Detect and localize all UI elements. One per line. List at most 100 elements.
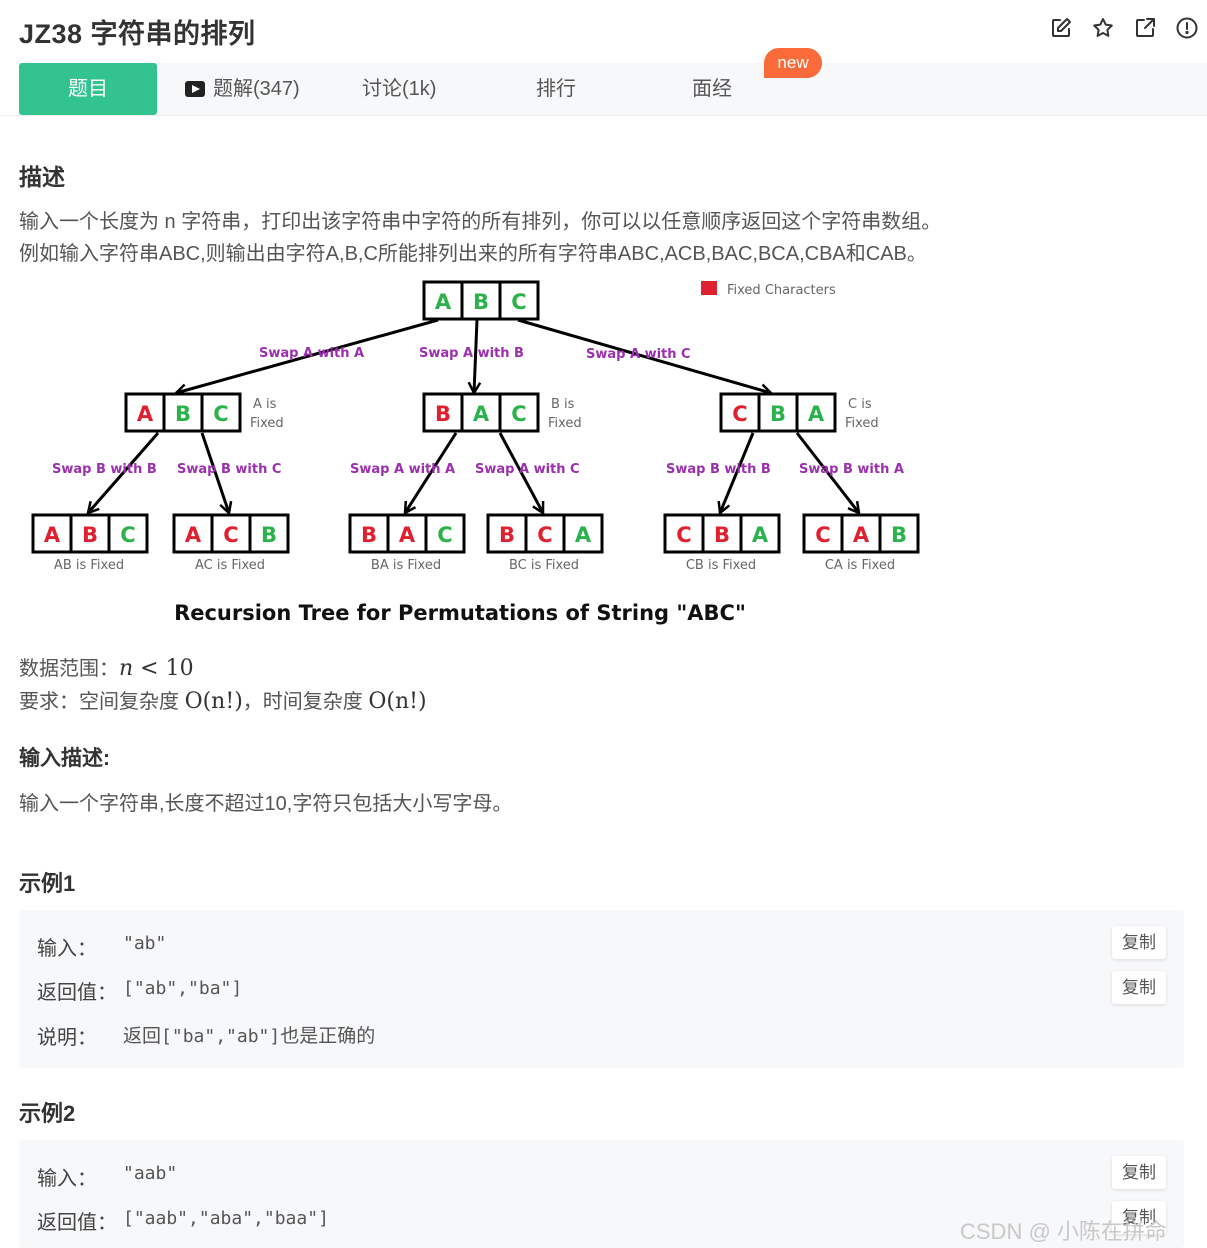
example1-explain-pre: 返回 <box>123 1026 162 1047</box>
csdn-watermark: CSDN @ 小陈在拼命 <box>960 1219 1167 1244</box>
level2-node-4-cell-1 <box>486 513 528 554</box>
root-node-char-3: C <box>511 290 526 314</box>
example2-box: 输入： "aab" 复制 返回值： ["aab","aba","baa"] 复制 <box>19 1140 1184 1248</box>
level2-node-6-char-1: C <box>815 523 830 547</box>
edit-icon[interactable] <box>1049 16 1073 40</box>
level2-node-2-char-3: B <box>261 523 277 547</box>
level2-node-3-char-1: B <box>361 523 377 547</box>
level1-node-2-char-2: A <box>473 402 490 426</box>
title-bar: JZ38 字符串的排列 <box>0 0 1207 62</box>
space-complexity: O(n!) <box>184 689 243 714</box>
example2-return-label: 返回值： <box>37 1212 117 1234</box>
level1-edge-1-line <box>175 318 439 395</box>
tab-solutions[interactable]: 题解(347) <box>185 63 300 115</box>
example2-return-value: ["aab","aba","baa"] <box>123 1208 329 1229</box>
example1-return-copy-button[interactable]: 复制 <box>1112 971 1166 1004</box>
page-title: JZ38 字符串的排列 <box>19 19 256 49</box>
complexity-requirement: 要求：空间复杂度 O(n!)，时间复杂度 O(n!) <box>19 685 427 714</box>
example2-heading: 示例2 <box>19 1101 76 1126</box>
data-range-expression: n < 10 <box>119 656 194 681</box>
root-node-cell-2 <box>460 280 502 321</box>
video-play-icon <box>185 81 205 97</box>
report-icon[interactable] <box>1175 16 1199 40</box>
requirement-separator: ，时间复杂度 <box>242 691 369 713</box>
data-range-label: 数据范围： <box>19 658 119 680</box>
example2-input-label: 输入： <box>37 1168 97 1190</box>
level2-edge-label-4: Swap A with C <box>475 462 580 477</box>
level2-node-1-char-2: B <box>82 523 98 547</box>
level1-node-1-cell-3 <box>200 392 242 433</box>
figure-caption: Recursion Tree for Permutations of Strin… <box>174 601 746 625</box>
level2-node-3-cell-3 <box>424 513 466 554</box>
level2-node-1-char-1: A <box>44 523 61 547</box>
legend-label: Fixed Characters <box>727 283 836 298</box>
example2-input-copy-button[interactable]: 复制 <box>1112 1156 1166 1189</box>
level1-node-1-cell-1 <box>124 392 166 433</box>
example1-explain-post: 也是正确的 <box>280 1026 376 1047</box>
root-node-cell-3 <box>498 280 540 321</box>
level1-edge-3-line <box>517 318 772 395</box>
level2-node-1-cell-3 <box>107 513 149 554</box>
level2-node-3-char-2: A <box>399 523 416 547</box>
level2-node-6-cell-3 <box>878 513 920 554</box>
problem-tabs: 题目 题解(347) 讨论(1k) 排行 面经 <box>19 63 1207 115</box>
legend-swatch <box>701 281 717 295</box>
level2-node-6-cell-1 <box>802 513 844 554</box>
level2-edge-1-line <box>86 432 160 514</box>
level2-node-5-char-2: B <box>714 523 730 547</box>
level2-label-3: BA is Fixed <box>371 558 441 573</box>
star-icon[interactable] <box>1091 16 1115 40</box>
level2-label-2: AC is Fixed <box>195 558 265 573</box>
header-divider <box>0 115 1207 116</box>
level2-edge-4-line <box>498 432 545 514</box>
level2-node-6-char-2: A <box>853 523 870 547</box>
share-icon[interactable] <box>1133 16 1157 40</box>
level2-edge-6-line <box>795 432 861 514</box>
level1-node-3-char-1: C <box>732 402 747 426</box>
example2-return-copy-button[interactable]: 复制 <box>1112 1201 1166 1234</box>
level1-node-3-cell-3 <box>795 392 837 433</box>
level1-note-3b: Fixed <box>845 416 879 431</box>
level1-note-2b: Fixed <box>548 416 582 431</box>
requirement-label: 要求：空间复杂度 <box>19 691 185 713</box>
level2-node-2-char-2: C <box>223 523 238 547</box>
level2-edge-label-6: Swap B with A <box>799 462 904 477</box>
level2-edge-2-head <box>219 500 233 516</box>
level2-edge-label-5: Swap B with B <box>666 462 771 477</box>
level2-label-1: AB is Fixed <box>54 558 124 573</box>
example1-return-label: 返回值： <box>37 982 117 1004</box>
level2-edge-label-3: Swap A with A <box>350 462 455 477</box>
tab-interview-label: 面经 <box>692 78 732 100</box>
level2-node-4-cell-2 <box>524 513 566 554</box>
level2-label-4: BC is Fixed <box>509 558 579 573</box>
example2-input-value: "aab" <box>123 1163 178 1184</box>
data-range-op: < <box>133 656 166 681</box>
tab-ranking[interactable]: 排行 <box>536 63 576 115</box>
tab-discussion-label: 讨论(1k) <box>362 78 437 100</box>
data-range-value: 10 <box>165 656 194 681</box>
level1-node-3-cell-1 <box>719 392 761 433</box>
tab-interview[interactable]: 面经 <box>692 63 732 115</box>
level1-note-1b: Fixed <box>250 416 284 431</box>
data-range: 数据范围：n < 10 <box>19 652 194 681</box>
level1-node-1-char-3: C <box>213 402 228 426</box>
level2-node-1-char-3: C <box>120 523 135 547</box>
example1-return-value: ["ab","ba"] <box>123 978 243 999</box>
level1-node-2-char-3: C <box>511 402 526 426</box>
root-node-char-2: B <box>473 290 489 314</box>
level2-edge-6-head <box>847 500 861 516</box>
level1-edge-label-1: Swap A with A <box>259 346 364 361</box>
level1-note-3a: C is <box>848 397 872 412</box>
level1-edge-label-2: Swap A with B <box>419 346 524 361</box>
level2-node-6-char-3: B <box>891 523 907 547</box>
level2-label-5: CB is Fixed <box>686 558 756 573</box>
level1-node-1-char-1: A <box>137 402 154 426</box>
example1-heading: 示例1 <box>19 871 76 896</box>
tab-problem[interactable]: 题目 <box>19 63 157 115</box>
level2-edge-5-head <box>717 500 731 516</box>
tab-discussion[interactable]: 讨论(1k) <box>362 63 436 115</box>
level2-node-2-cell-3 <box>248 513 290 554</box>
level1-note-1a: A is <box>253 397 277 412</box>
example1-input-copy-button[interactable]: 复制 <box>1112 926 1166 959</box>
